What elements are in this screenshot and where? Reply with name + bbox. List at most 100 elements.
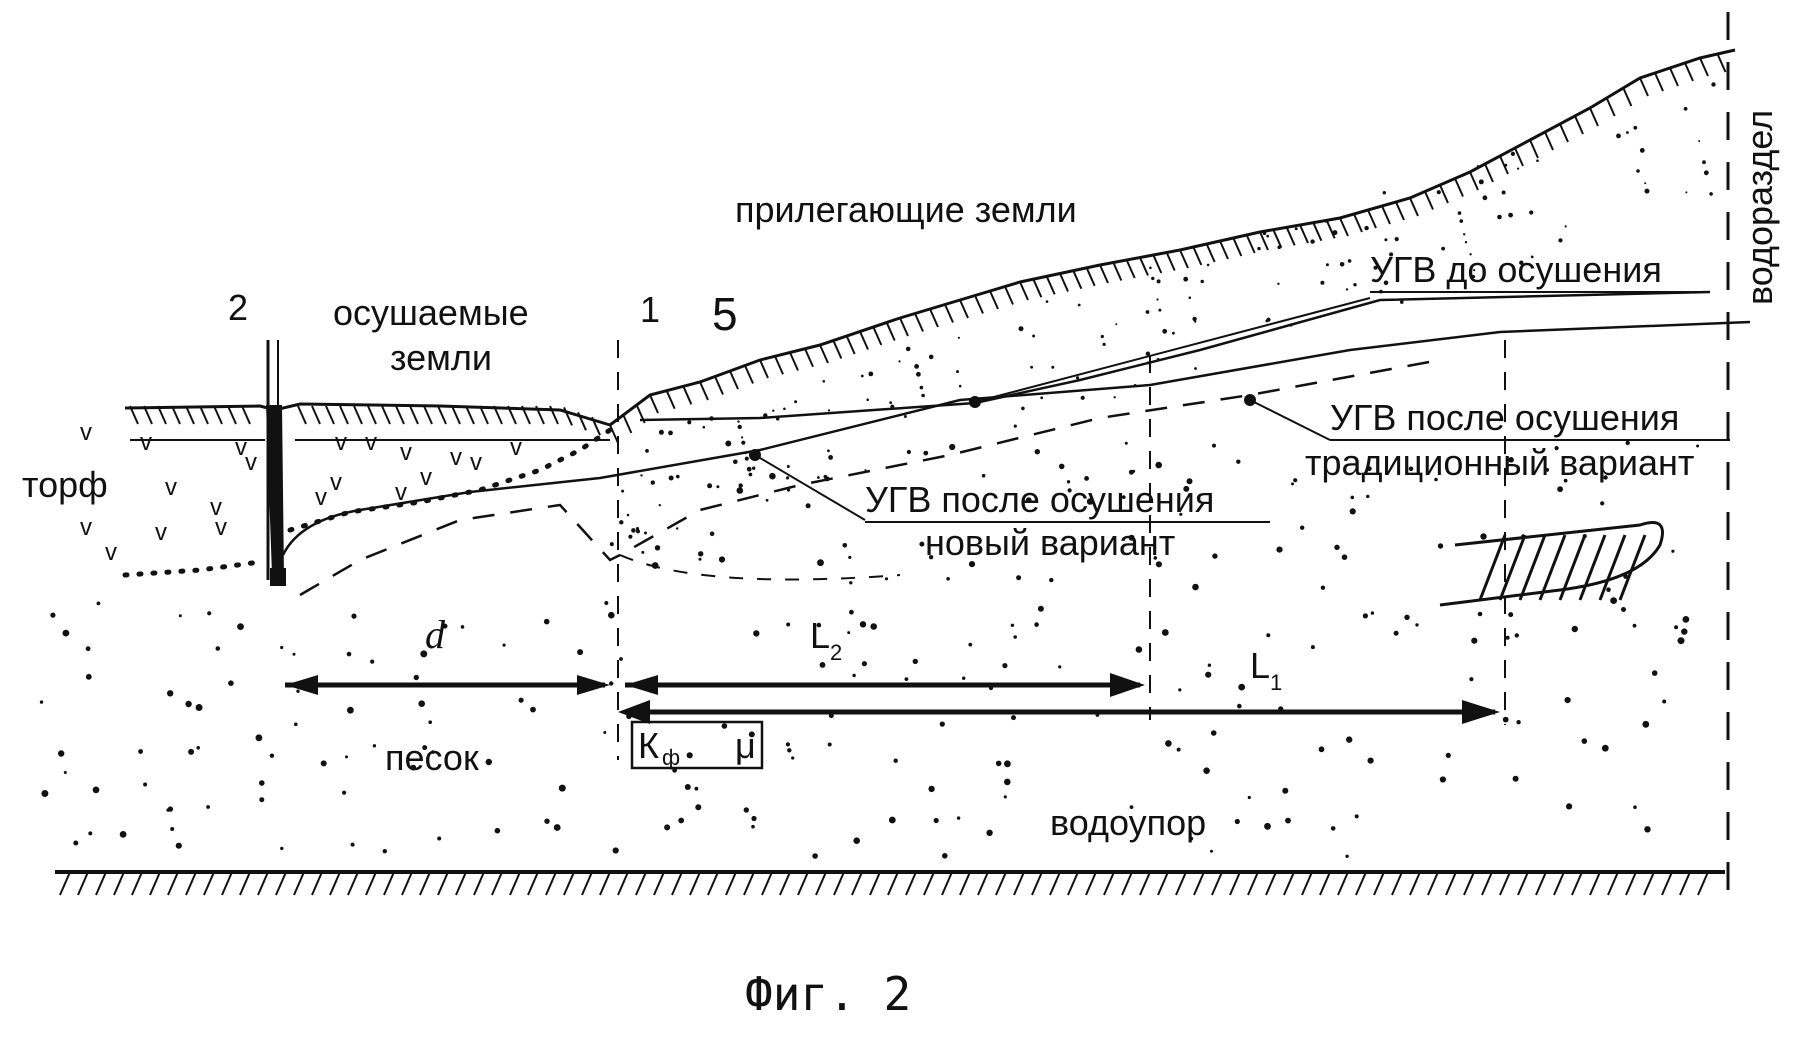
- baseline-hatch: [1499, 871, 1511, 896]
- baseline-hatch: [617, 871, 629, 896]
- sand-dot: [1320, 280, 1325, 285]
- grass-hatch: [1045, 275, 1056, 295]
- sand-dot: [413, 674, 419, 681]
- grass-hatch: [381, 405, 391, 425]
- sand-dot: [1016, 575, 1022, 581]
- grass-hatch: [1424, 191, 1434, 210]
- sand-dot: [1156, 279, 1161, 284]
- sand-dot: [62, 629, 70, 637]
- grass-hatch: [1639, 77, 1649, 97]
- sand-dot: [1032, 334, 1036, 338]
- sand-dot: [812, 853, 818, 859]
- sand-dot: [1183, 485, 1190, 492]
- sand-dot: [577, 649, 584, 656]
- baseline-hatch: [1625, 871, 1637, 896]
- baseline-hatch: [473, 871, 485, 896]
- sand-dot: [1482, 195, 1488, 201]
- grass-hatch: [744, 365, 754, 384]
- grass-hatch: [885, 322, 896, 341]
- sand-dot: [1156, 298, 1159, 301]
- sand-dot: [1124, 441, 1128, 445]
- sand-dot: [1469, 253, 1472, 256]
- sand-dot: [1463, 233, 1466, 236]
- grass-hatch: [1484, 163, 1494, 183]
- sand-dot: [946, 577, 950, 581]
- sand-dot: [1058, 463, 1065, 470]
- sand-dot: [1247, 795, 1251, 800]
- sand-dot: [1045, 300, 1049, 303]
- sand-dot: [1332, 230, 1338, 236]
- sand-dot: [751, 815, 757, 822]
- sand-dot: [1384, 238, 1388, 242]
- sand-dot: [658, 504, 661, 507]
- lens-hatch: [1498, 534, 1527, 601]
- ground-surface-slope: [609, 48, 1736, 427]
- sand-dot: [650, 480, 655, 485]
- grass-hatch: [1529, 139, 1539, 159]
- sand-dot: [1441, 246, 1445, 251]
- clay-lens: [1439, 521, 1664, 607]
- sand-dot: [1121, 495, 1126, 499]
- sand-dot: [765, 498, 769, 502]
- sand-dot: [170, 827, 175, 831]
- sand-dot: [1176, 747, 1181, 752]
- sand-dot: [1366, 466, 1372, 472]
- sand-dot: [741, 436, 744, 439]
- sand-dot: [968, 561, 976, 568]
- grass-hatch: [1353, 213, 1363, 233]
- sand-dot: [1702, 160, 1706, 165]
- grass-hatch: [297, 405, 307, 425]
- sand-dot: [898, 360, 901, 363]
- label-L2-sub: 2: [830, 640, 842, 665]
- grass-hatch: [914, 313, 924, 332]
- sand-dot: [644, 531, 647, 535]
- sand-dot: [50, 612, 56, 618]
- baseline-hatch: [1391, 871, 1403, 896]
- sand-dot: [785, 742, 791, 747]
- sand-dot: [1265, 319, 1269, 323]
- sand-dot: [1086, 498, 1094, 505]
- sand-dot: [175, 842, 182, 849]
- peat-symbol: v: [420, 464, 432, 491]
- sand-dot: [1698, 140, 1701, 142]
- sand-dot: [1058, 665, 1062, 669]
- grass-hatch: [944, 304, 954, 323]
- sand-dot: [962, 676, 966, 680]
- sand-dot: [741, 440, 746, 445]
- grass-hatch: [1499, 155, 1509, 175]
- sand-dot: [868, 371, 874, 377]
- sand-dot: [1437, 543, 1444, 549]
- sand-dot: [1276, 546, 1283, 553]
- sand-dot: [280, 645, 284, 650]
- baseline-hatch: [869, 871, 881, 896]
- dimension-L1: [618, 700, 1500, 724]
- grass-hatch: [423, 405, 433, 425]
- baseline-hatch: [203, 871, 215, 896]
- grass-hatch: [929, 308, 939, 328]
- baseline-hatch: [1571, 871, 1583, 896]
- baseline-hatch: [689, 871, 701, 896]
- sand-dot: [259, 797, 265, 803]
- grass-hatch: [563, 406, 573, 426]
- grass-hatch: [1112, 262, 1123, 281]
- sand-dot: [39, 700, 44, 704]
- sand-dot: [1210, 730, 1217, 736]
- sand-dot: [1353, 283, 1357, 287]
- sand-dot: [1194, 367, 1197, 370]
- baseline-hatch: [851, 871, 863, 896]
- grass-hatch: [1152, 254, 1163, 274]
- sand-dot: [1497, 214, 1502, 220]
- sand-dot: [1681, 628, 1688, 635]
- peat-symbol: v: [315, 484, 327, 511]
- sand-dot: [847, 631, 851, 635]
- grass-hatch: [1684, 62, 1694, 82]
- sand-dot: [1554, 446, 1559, 451]
- grass-hatch: [1589, 107, 1599, 127]
- sand-dot: [1373, 265, 1378, 270]
- baseline-hatch: [1211, 871, 1223, 896]
- sand-dot: [1662, 699, 1667, 704]
- sand-dot: [543, 618, 550, 625]
- sand-dot: [1477, 611, 1483, 617]
- sand-dot: [96, 601, 101, 606]
- sand-dot: [1383, 280, 1389, 286]
